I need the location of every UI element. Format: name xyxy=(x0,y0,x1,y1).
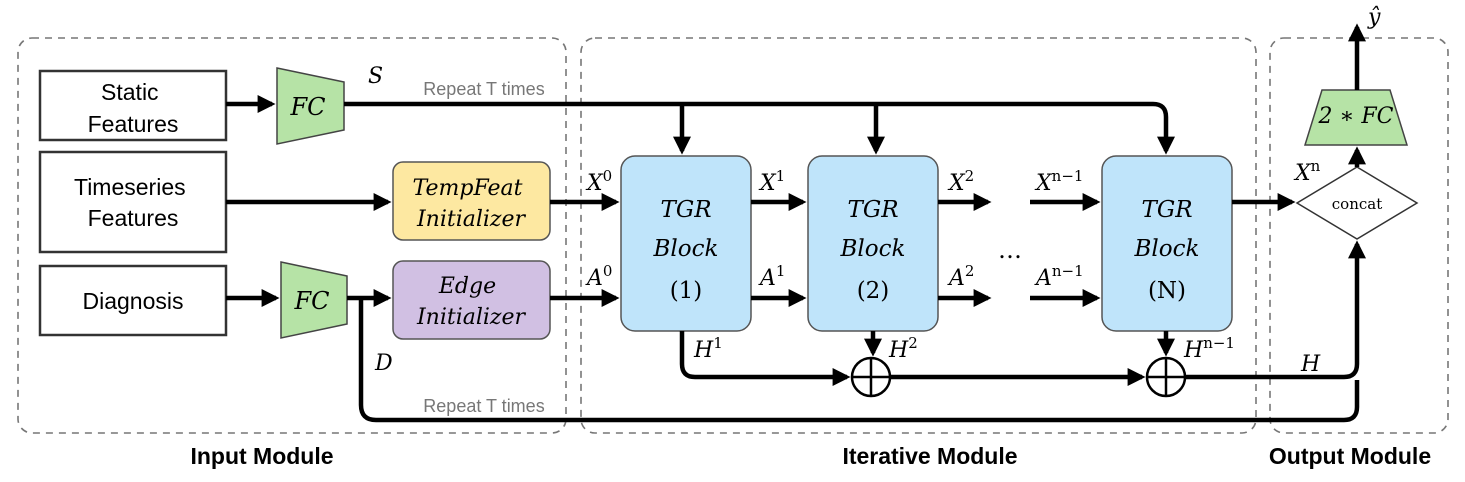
tgr-block-n-index: (N) xyxy=(1148,278,1186,304)
edge-initializer-label: Edge Initializer xyxy=(416,274,527,330)
tgr-block-2-index: (2) xyxy=(857,278,890,304)
symbol-a2: A2 xyxy=(947,262,974,291)
tgr-block-1-index: (1) xyxy=(670,278,703,304)
fc-static-layer xyxy=(276,67,345,145)
tgr-block-2-subtitle: Block xyxy=(840,236,906,262)
connectors xyxy=(226,23,1366,423)
sum-node-1 xyxy=(850,356,892,398)
symbol-x1: X1 xyxy=(758,167,785,196)
tgr-block-1-title: TGR xyxy=(660,197,711,223)
fc-diagnosis-layer xyxy=(280,261,348,339)
static-repeat-path xyxy=(344,101,1175,155)
diagnosis-box xyxy=(38,264,228,337)
iterative-module-title: Iterative Module xyxy=(842,443,1017,469)
symbol-hn1: Hn−1 xyxy=(1183,334,1235,363)
static-features-label: Static Features xyxy=(88,79,179,137)
tgr-block-n-subtitle: Block xyxy=(1134,236,1200,262)
repeat-label-static: Repeat T times xyxy=(423,79,544,99)
fc-output-label: 2 ∗ FC xyxy=(1317,104,1393,129)
tgr-block-n-title: TGR xyxy=(1141,197,1192,223)
sum-node-2 xyxy=(1145,356,1187,398)
symbol-a0: A0 xyxy=(585,262,612,291)
timeseries-features-box xyxy=(38,150,228,254)
symbol-d: D xyxy=(374,351,393,376)
tempfeat-initializer-label: TempFeat Initializer xyxy=(413,176,530,232)
h1-path xyxy=(679,331,851,386)
output-module-title: Output Module xyxy=(1269,443,1431,469)
input-module-box xyxy=(17,37,567,434)
symbol-s: S xyxy=(368,64,383,89)
tgr-block-1: TGR Block (1) xyxy=(620,155,752,332)
tgr-block-2: TGR Block (2) xyxy=(807,155,939,332)
fc-static-label: FC xyxy=(289,93,325,121)
timeseries-features-label: Timeseries Features xyxy=(74,174,192,231)
diagnosis-repeat-path xyxy=(358,298,1360,423)
h-path xyxy=(1185,240,1366,380)
ellipsis: … xyxy=(998,236,1022,264)
diagnosis-label: Diagnosis xyxy=(83,288,184,314)
output-module-box xyxy=(1269,37,1449,434)
symbol-h: H xyxy=(1300,352,1321,377)
symbol-h2: H2 xyxy=(888,334,918,363)
fc-diagnosis-label: FC xyxy=(293,287,329,315)
symbol-xn1: Xn−1 xyxy=(1034,167,1083,196)
symbol-an1: An−1 xyxy=(1034,262,1084,291)
concat-label: concat xyxy=(1332,195,1382,213)
concat-node xyxy=(1295,166,1419,240)
repeat-label-diagnosis: Repeat T times xyxy=(423,396,544,416)
tgr-block-1-subtitle: Block xyxy=(653,236,719,262)
fc-output-layer xyxy=(1303,89,1409,146)
symbol-xn: Xn xyxy=(1293,157,1321,186)
tgr-block-2-title: TGR xyxy=(847,197,898,223)
symbol-x0: X0 xyxy=(585,167,612,196)
tgr-block-n: TGR Block (N) xyxy=(1101,155,1233,332)
symbol-a1: A1 xyxy=(758,262,785,291)
input-module-title: Input Module xyxy=(190,443,333,469)
symbol-x2: X2 xyxy=(947,167,974,196)
symbol-y-hat: ŷ xyxy=(1367,5,1381,30)
symbol-h1: H1 xyxy=(693,334,723,363)
iterative-module-box xyxy=(580,37,1257,434)
